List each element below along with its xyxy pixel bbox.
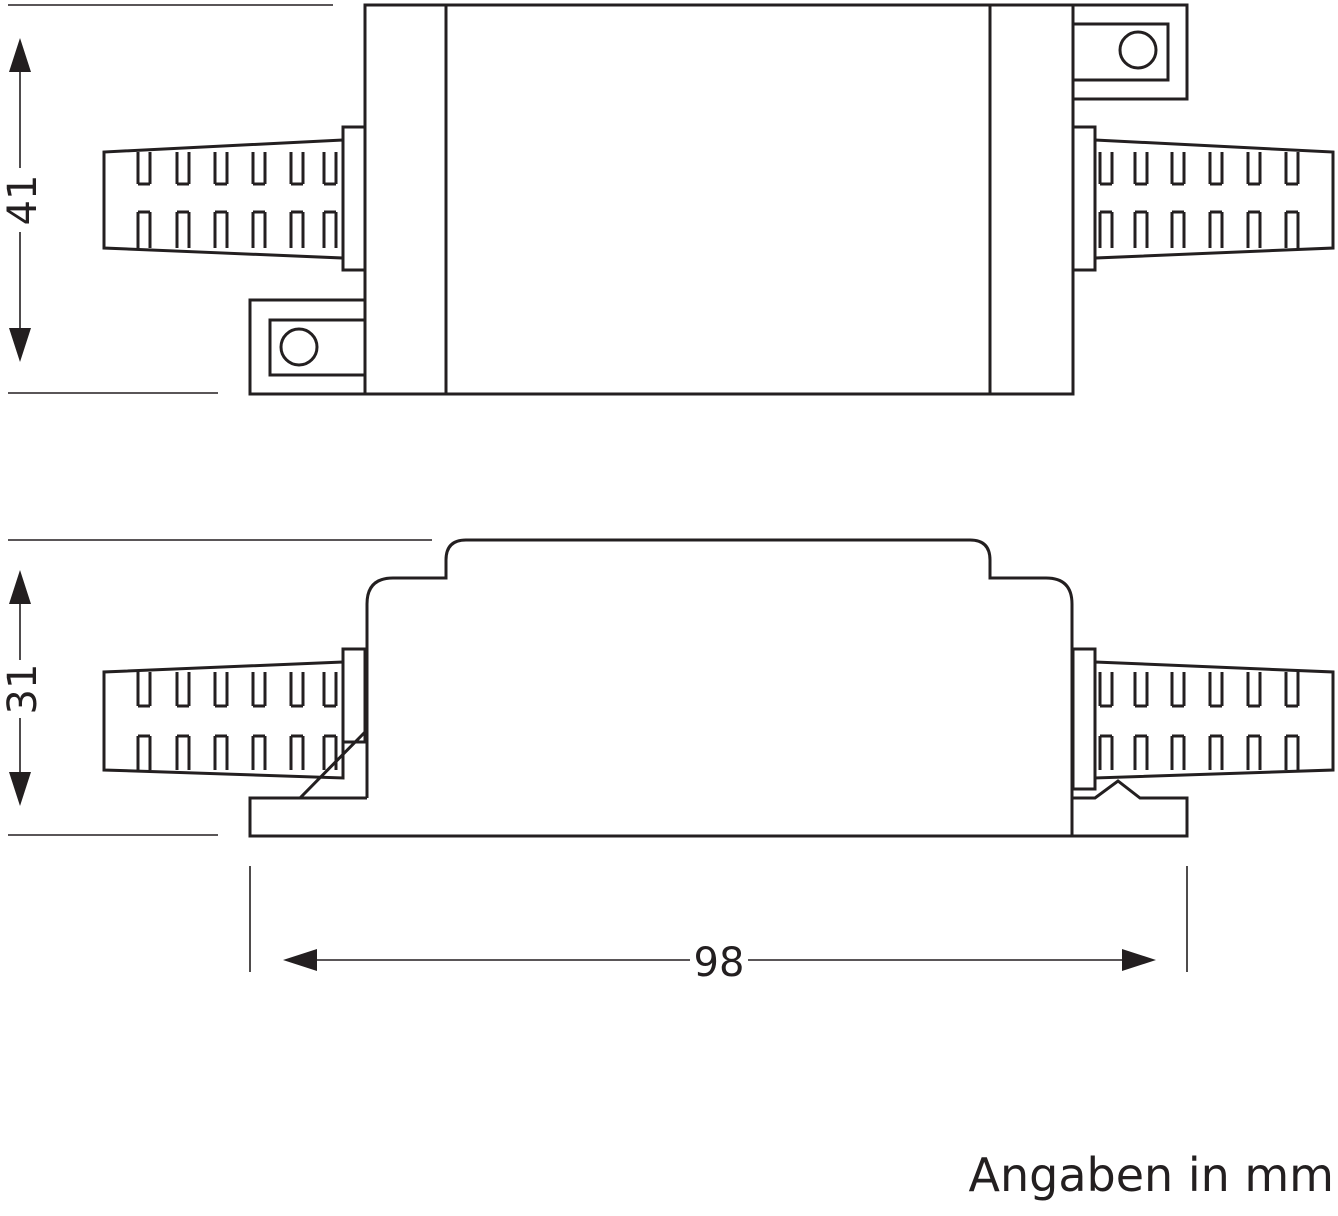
top-view: 41 (0, 3, 1335, 396)
cable-gland-right-top (1071, 125, 1335, 272)
dimension-height-top: 41 (0, 4, 333, 394)
dimension-length: 98 (249, 866, 1188, 986)
dimension-label-41: 41 (0, 175, 46, 226)
screw-hole-left (279, 327, 319, 367)
cable-gland-left-top (102, 125, 367, 272)
side-housing (248, 538, 1074, 838)
dimension-height-side: 31 (0, 539, 432, 836)
unit-note: Angaben in mm (968, 1148, 1334, 1202)
mounting-tab-right (1071, 3, 1189, 101)
mounting-tab-left (248, 298, 367, 396)
cable-gland-right-side (1071, 647, 1335, 791)
dimension-label-31: 31 (0, 664, 46, 715)
top-housing (363, 3, 1075, 396)
side-view: 31 98 (0, 538, 1335, 986)
screw-hole-right (1118, 30, 1158, 70)
cable-gland-left-side (102, 647, 367, 780)
side-base-flange-right (1072, 779, 1189, 838)
dimension-label-98: 98 (694, 940, 745, 986)
